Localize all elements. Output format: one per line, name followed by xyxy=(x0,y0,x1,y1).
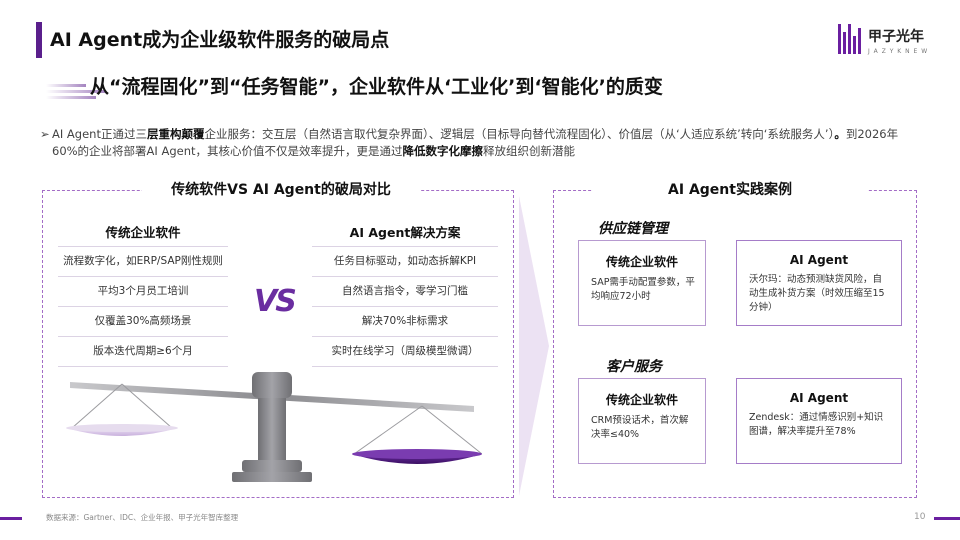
summary-text-3: 到2026年60%的企业将部署AI Agent，其核心价值不仅是效率提升，更是通… xyxy=(52,127,899,158)
summary-text-2: 企业服务：交互层（自然语言取代复杂界面）、逻辑层（目标导向替代流程固化）、价值层… xyxy=(204,127,835,141)
card-title: AI Agent xyxy=(789,391,849,405)
page-title: AI Agent成为企业级软件服务的破局点 xyxy=(50,29,390,51)
agent-column-title: AI Agent解决方案 xyxy=(349,225,461,240)
card-body: CRM预设话术，首次解决率≤40% xyxy=(591,415,689,440)
traditional-row: 平均3个月员工培训 xyxy=(58,276,228,306)
traditional-column: 传统企业软件 流程数字化，如ERP/SAP刚性规则 平均3个月员工培训 仅覆盖3… xyxy=(58,222,228,367)
agent-row: 自然语言指令，零学习门槛 xyxy=(312,276,498,306)
brand-logo: 甲子光年 J A Z Y K N E W xyxy=(838,22,938,62)
chevron-right-icon xyxy=(519,196,549,496)
logo-name: 甲子光年 xyxy=(868,29,924,45)
summary-bold-3: 降低数字化摩擦 xyxy=(402,144,484,158)
agent-row: 解决70%非标需求 xyxy=(312,306,498,336)
case-section-title: 供应链管理 xyxy=(598,221,668,237)
traditional-row: 流程数字化，如ERP/SAP刚性规则 xyxy=(58,246,228,276)
data-source: 数据来源：Gartner、IDC、企业年报、甲子光年智库整理 xyxy=(46,513,239,522)
case-section-title: 客户服务 xyxy=(606,359,662,375)
logo-bars-icon xyxy=(838,24,864,54)
footer-accent-left xyxy=(0,517,22,520)
footer-accent-right xyxy=(934,517,960,520)
logo-subtitle: J A Z Y K N E W xyxy=(868,48,929,55)
balance-scale-icon xyxy=(66,372,482,482)
summary-text-4: 释放组织创新潜能 xyxy=(483,144,576,158)
agent-row: 实时在线学习（周级模型微调） xyxy=(312,336,498,367)
summary-bold-2: 。 xyxy=(834,127,846,141)
summary-paragraph: ➢ AI Agent正通过三层重构颠覆企业服务：交互层（自然语言取代复杂界面）、… xyxy=(40,126,922,160)
traditional-row: 版本迭代周期≥6个月 xyxy=(58,336,228,367)
comparison-header: 传统软件VS AI Agent的破局对比 xyxy=(146,176,416,204)
traditional-column-title: 传统企业软件 xyxy=(105,225,181,240)
title-accent-bar xyxy=(36,22,42,58)
case-agent-card: AI Agent Zendesk：通过情感识别+知识图谱，解决率提升至78% xyxy=(736,378,902,464)
card-title: AI Agent xyxy=(789,253,849,267)
case-agent-card: AI Agent 沃尔玛：动态预测缺货风险，自动生成补货方案（时效压缩至15分钟… xyxy=(736,240,902,326)
vs-label: VS xyxy=(254,284,297,319)
card-body: SAP需手动配置参数，平均响应72小时 xyxy=(591,277,695,302)
cases-header: AI Agent实践案例 xyxy=(596,176,864,204)
summary-bold-1: 层重构颠覆 xyxy=(146,127,205,141)
card-title: 传统企业软件 xyxy=(605,393,678,407)
summary-text-1: AI Agent正通过三 xyxy=(52,127,147,141)
page-subtitle: 从“流程固化”到“任务智能”，企业软件从‘工业化’到‘智能化’的质变 xyxy=(90,76,663,98)
bullet-arrow-icon: ➢ xyxy=(40,127,50,141)
agent-row: 任务目标驱动，如动态拆解KPI xyxy=(312,246,498,276)
subtitle-decoration xyxy=(46,80,136,108)
case-traditional-card: 传统企业软件 SAP需手动配置参数，平均响应72小时 xyxy=(578,240,706,326)
case-traditional-card: 传统企业软件 CRM预设话术，首次解决率≤40% xyxy=(578,378,706,464)
card-title: 传统企业软件 xyxy=(605,255,678,269)
traditional-row: 仅覆盖30%高频场景 xyxy=(58,306,228,336)
page-number: 10 xyxy=(914,512,926,522)
card-body: Zendesk：通过情感识别+知识图谱，解决率提升至78% xyxy=(749,412,884,437)
agent-column: AI Agent解决方案 任务目标驱动，如动态拆解KPI 自然语言指令，零学习门… xyxy=(312,222,498,367)
card-body: 沃尔玛：动态预测缺货风险，自动生成补货方案（时效压缩至15分钟） xyxy=(749,274,885,313)
